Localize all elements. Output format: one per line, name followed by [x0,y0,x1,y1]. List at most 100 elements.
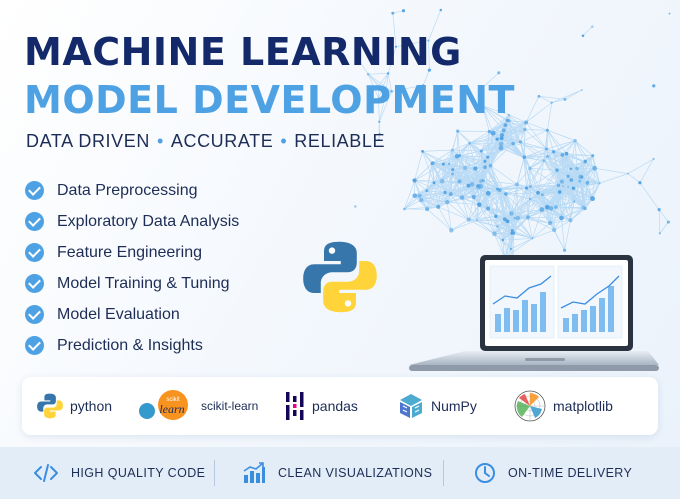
network-node [591,25,594,28]
network-node [566,174,570,178]
laptop-illustration [409,255,659,371]
headline-line-1: MACHINE LEARNING [24,30,462,74]
network-node [504,192,508,196]
network-node [492,231,497,237]
library-bar: python scikit learn scikit-learn pandas [22,377,658,435]
feature-list: Data Preprocessing Exploratory Data Anal… [25,175,239,361]
network-node [479,149,483,153]
network-node [515,215,521,221]
network-node [422,84,425,87]
network-node [573,138,577,143]
neural-network-brain-illustration [349,8,671,305]
network-node [378,132,381,135]
network-node [581,89,583,91]
network-node [544,204,550,210]
network-node [485,190,491,196]
network-node [583,159,588,164]
network-node [495,187,499,191]
network-node [459,195,465,200]
network-node [441,162,445,166]
network-node [354,54,357,57]
network-node [419,197,424,203]
network-node [377,138,381,141]
network-node [557,190,562,194]
network-node [403,207,406,211]
network-node [430,162,434,166]
network-node [366,72,370,76]
feature-item: Exploratory Data Analysis [25,206,239,237]
tagline-item: RELIABLE [294,131,386,151]
network-node [463,165,468,170]
network-node [507,113,510,116]
tagline-item: DATA DRIVEN [26,131,150,151]
feature-label: Model Training & Tuning [57,274,230,292]
feature-label: Exploratory Data Analysis [57,212,240,230]
network-node [377,85,380,88]
feature-label: Feature Engineering [57,243,202,261]
network-node [439,8,443,12]
network-node [627,172,629,175]
network-node [590,196,596,202]
network-node [425,207,430,212]
network-node [481,104,485,108]
feature-item: Data Preprocessing [25,175,239,206]
network-node [501,238,505,242]
footer-label: ON-TIME DELIVERY [508,466,633,480]
network-node [390,90,393,93]
footer-item-clean-visualizations: CLEAN VISUALIZATIONS [242,447,432,499]
network-node [488,163,493,168]
network-node [483,159,487,163]
network-node [458,154,462,157]
network-node [513,216,517,220]
check-icon [25,243,44,262]
matplotlib-icon [514,390,546,422]
network-node [552,150,556,154]
left-panel-bar-chart [495,292,546,332]
network-node [456,129,460,133]
network-node [509,211,514,216]
check-icon [25,212,44,231]
network-node [469,181,475,187]
network-node [528,197,532,201]
network-node [505,219,510,224]
network-node [432,181,436,185]
network-node [466,183,471,188]
network-node [475,219,478,222]
network-node [445,199,450,205]
tagline-separator: • [280,131,288,151]
network-node [501,128,506,133]
network-node [451,172,454,176]
network-node [354,205,357,208]
scikit-learn-icon: scikit learn [139,390,188,420]
feature-label: Model Evaluation [57,305,180,323]
network-node [569,167,573,171]
library-scikit-learn: scikit learn scikit-learn [137,377,258,435]
network-node [394,45,398,48]
network-node [581,34,585,38]
right-panel-line [560,275,620,309]
network-node [486,155,490,159]
feature-item: Model Evaluation [25,299,239,330]
network-node [468,141,472,145]
network-node [473,166,478,171]
network-node [658,232,661,235]
network-node [575,166,579,171]
network-node [498,145,504,151]
network-node [569,178,574,182]
network-node [592,165,597,171]
library-name: matplotlib [553,398,613,414]
network-node [378,120,381,124]
network-node [443,190,447,195]
network-node [498,141,504,147]
network-node [457,179,462,184]
network-node [479,179,483,183]
network-node [525,186,529,190]
network-node [495,137,499,141]
network-node [497,71,501,75]
network-node [425,189,429,193]
network-node [548,205,554,211]
code-icon [34,464,58,482]
network-node [523,127,527,132]
network-node [528,185,532,188]
network-node [436,204,441,209]
